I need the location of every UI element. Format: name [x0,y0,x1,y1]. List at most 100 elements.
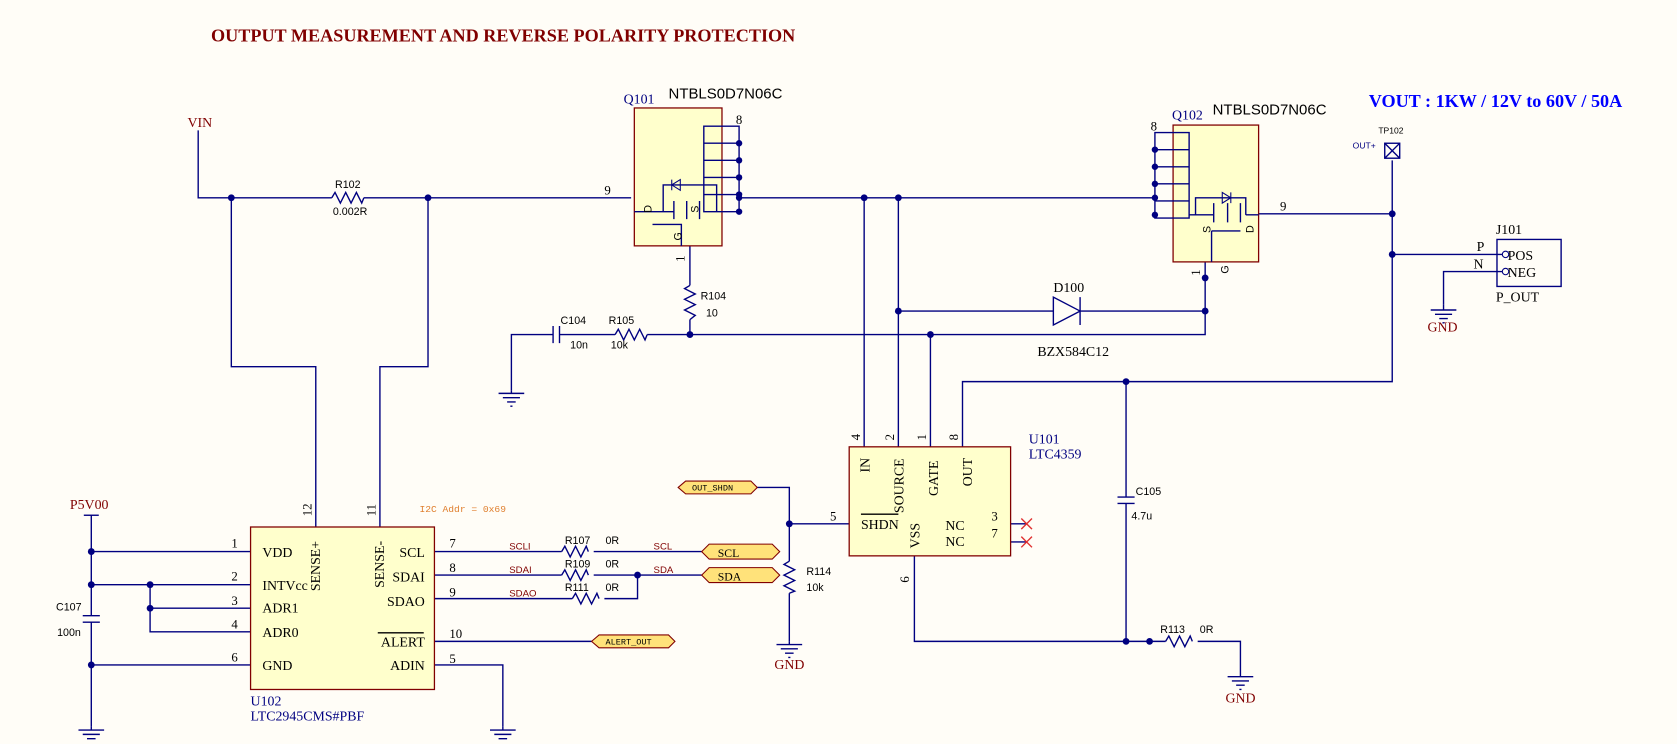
zener-diode-icon [1052,296,1082,327]
q102-d-label: D [1244,225,1256,233]
port-out-shdn[interactable]: OUT_SHDN [677,480,759,495]
r107-designator: R107 [565,535,591,547]
u101-pin-num: 8 [947,434,961,440]
u102-pin-num: 12 [301,503,315,516]
u102-pin-name: INTVcc [262,579,307,594]
port-scl[interactable]: SCL [700,543,781,560]
r102-value: 0.002R [333,206,368,218]
q101-pin-1: 1 [674,255,688,261]
d100-part: BZX584C12 [1037,345,1109,360]
port-sda-label: SDA [718,570,742,583]
r104-designator: R104 [701,290,727,302]
q101-designator: Q101 [624,93,655,108]
u102-pin-name: ADR0 [262,626,298,641]
r104-value: 10 [706,307,718,319]
j101-pin-pos: POS [1508,249,1533,264]
u102-pin-num: 7 [449,536,456,550]
u101-pin-num: 3 [991,510,997,524]
u102-pin-name: GND [262,659,292,674]
j101-designator: J101 [1496,223,1522,238]
net-label-sdai: SDAI [509,565,531,576]
c107-value: 100n [57,627,81,639]
u101-ltc4359: U101 LTC4359 4 2 1 8 IN SOURCE GATE OUT … [830,433,1082,583]
no-connect-icon [1020,517,1033,548]
q101-g-label: G [672,232,684,240]
r114-designator: R114 [806,566,831,578]
u102-pin-num: 3 [231,594,237,608]
q102-pin-9: 9 [1280,200,1286,214]
u101-pin-name: VSS [909,523,924,548]
r109-designator: R109 [565,559,591,571]
u102-part: LTC2945CMS#PBF [251,709,365,724]
q102-s-label: S [1202,226,1214,233]
j101-pin-n: N [1473,257,1483,272]
u101-pin-num: 7 [991,527,998,541]
r109-value: 0R [605,559,619,571]
u101-part: LTC4359 [1029,448,1082,463]
u102-pin-name: VDD [262,546,292,561]
port-alert-out-label: ALERT_OUT [605,638,651,648]
q102-pin-8: 8 [1151,119,1157,133]
port-alert-out[interactable]: ALERT_OUT [590,634,676,649]
u102-pin-name: SENSE+ [309,541,324,591]
u102-pin-num: 8 [449,561,455,575]
gnd-label: GND [1427,320,1457,335]
u102-pin-name: SDAI [392,571,425,586]
net-label-sdao: SDAO [509,588,537,599]
tp102-net: OUT+ [1353,141,1376,151]
q102-designator: Q102 [1172,109,1203,124]
r111-designator: R111 [565,582,589,594]
u102-pin-name: SCL [399,546,424,561]
c104-designator: C104 [561,315,587,327]
vout-spec: VOUT : 1KW / 12V to 60V / 50A [1369,91,1623,111]
j101-pin-neg: NEG [1508,266,1537,281]
u101-pin-name: GATE [927,461,942,496]
u101-pin-name: NC [945,519,964,534]
u102-pin-name-alert: ALERT [381,636,425,651]
i2c-address-note: I2C Addr = 0x69 [419,504,506,515]
q102-mosfet: Q102 NTBLS0D7N06C 8 9 1 S D G [1151,101,1327,275]
port-sda[interactable]: SDA [700,567,781,584]
u101-pin-num: 1 [915,434,929,440]
q101-part: NTBLS0D7N06C [669,85,783,102]
u102-pin-name: SENSE- [373,541,388,588]
r114-value: 10k [806,582,824,594]
c105-value: 4.7u [1131,511,1152,523]
resistor-symbols [331,190,1193,649]
test-point-tp102[interactable]: TP102 OUT+ [1353,126,1404,159]
u101-designator: U101 [1029,433,1060,448]
net-label-scl: SCL [654,541,673,552]
q101-pin-8: 8 [736,113,742,127]
gnd-label: GND [1225,691,1255,706]
port-scl-label: SCL [718,547,740,560]
u102-pin-name: SDAO [387,595,425,610]
net-label-scli: SCLI [509,541,530,552]
u102-designator: U102 [251,695,282,710]
c107-designator: C107 [56,601,82,613]
u102-pin-num: 2 [231,569,237,583]
u102-pin-name: ADIN [390,659,425,674]
q101-d-label: D [642,205,654,213]
q101-pin-9: 9 [604,184,610,198]
j101-pin-p: P [1477,240,1485,255]
c105-designator: C105 [1136,486,1162,498]
r102-designator: R102 [335,179,361,191]
r113-designator: R113 [1160,624,1185,636]
tp102-designator: TP102 [1378,126,1403,136]
c104-value: 10n [570,339,588,351]
q101-mosfet: Q101 NTBLS0D7N06C 9 8 1 D S G [604,85,782,262]
d100-designator: D100 [1053,281,1084,296]
u102-pin-num: 1 [231,536,237,550]
capacitor-symbols [82,326,1135,623]
r113-value: 0R [1200,624,1214,636]
q102-pin-1: 1 [1189,269,1203,275]
gnd-label: GND [774,658,804,673]
q102-g-label: G [1220,265,1232,273]
u101-pin-name-shdn: SHDN [861,518,899,533]
r107-value: 0R [605,535,619,547]
vin-label: VIN [188,116,213,131]
u101-pin-num: 5 [830,510,836,524]
connector-j101[interactable]: J101 POS NEG P_OUT P N [1473,223,1562,305]
q102-part: NTBLS0D7N06C [1213,101,1327,118]
